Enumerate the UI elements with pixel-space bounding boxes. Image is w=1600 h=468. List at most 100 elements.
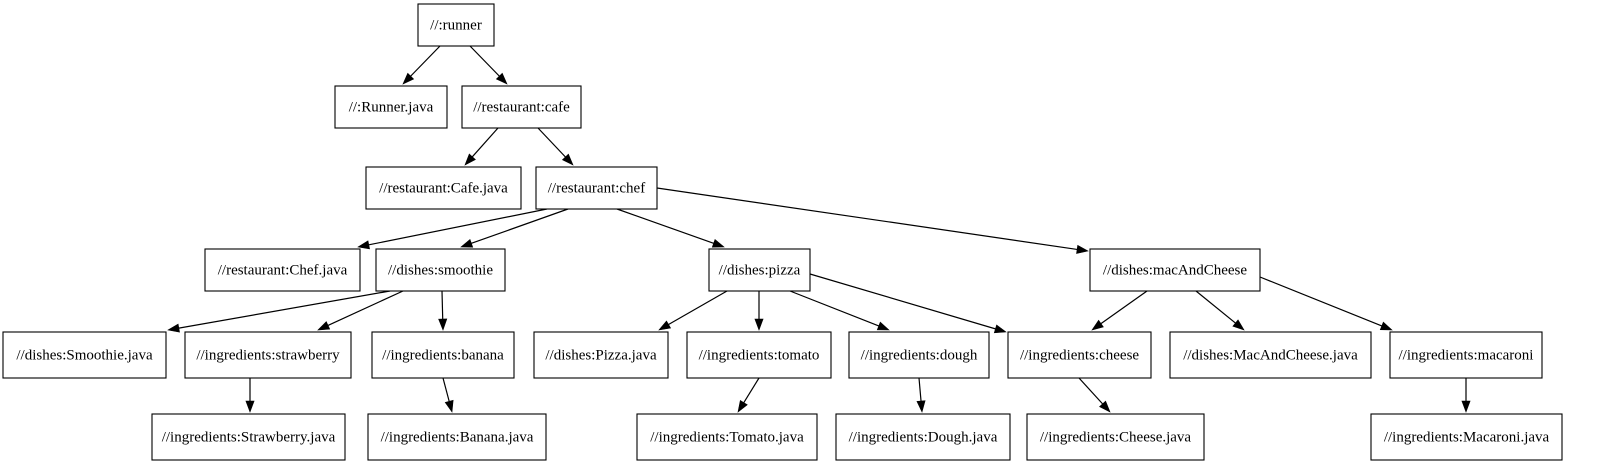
graph-node[interactable]: //:runner xyxy=(417,3,495,47)
node-box[interactable] xyxy=(1389,331,1543,379)
graph-edge xyxy=(1078,377,1111,413)
graph-node[interactable]: //ingredients:tomato xyxy=(686,331,832,379)
graph-node[interactable]: //dishes:pizza xyxy=(708,248,811,292)
graph-edge xyxy=(167,290,391,333)
node-label: //ingredients:Tomato.java xyxy=(650,429,804,445)
node-box[interactable] xyxy=(367,413,547,461)
graph-node[interactable]: //ingredients:macaroni xyxy=(1389,331,1543,379)
edge-line xyxy=(668,290,728,326)
node-label: //restaurant:Chef.java xyxy=(218,262,348,278)
edge-line xyxy=(789,290,879,327)
graph-node[interactable]: //dishes:MacAndCheese.java xyxy=(1169,331,1372,379)
node-box[interactable] xyxy=(184,331,352,379)
edge-arrowhead-icon xyxy=(317,321,331,331)
graph-node[interactable]: //restaurant:cafe xyxy=(461,85,582,129)
graph-node[interactable]: //ingredients:Dough.java xyxy=(835,413,1011,461)
graph-edge xyxy=(656,187,1089,254)
node-box[interactable] xyxy=(151,413,346,461)
node-box[interactable] xyxy=(334,85,448,129)
node-box[interactable] xyxy=(1007,331,1152,379)
node-box[interactable] xyxy=(375,248,506,292)
edge-line xyxy=(1259,276,1383,327)
node-label: //ingredients:strawberry xyxy=(196,347,340,363)
edge-line xyxy=(656,187,1078,251)
edge-arrowhead-icon xyxy=(658,320,672,331)
edge-line xyxy=(743,377,760,403)
edge-arrowhead-icon xyxy=(754,318,764,331)
graph-node[interactable]: //restaurant:Cafe.java xyxy=(365,166,522,210)
edge-line xyxy=(1078,377,1104,405)
node-box[interactable] xyxy=(1169,331,1372,379)
graph-node[interactable]: //ingredients:Macaroni.java xyxy=(1370,413,1563,461)
node-box[interactable] xyxy=(686,331,832,379)
node-box[interactable] xyxy=(1026,413,1205,461)
node-box[interactable] xyxy=(636,413,818,461)
node-label: //restaurant:Cafe.java xyxy=(379,180,508,196)
graph-edge xyxy=(616,208,725,248)
graph-node[interactable]: //ingredients:Cheese.java xyxy=(1026,413,1205,461)
node-box[interactable] xyxy=(417,3,495,47)
graph-node[interactable]: //ingredients:Banana.java xyxy=(367,413,547,461)
node-label: //dishes:pizza xyxy=(719,262,801,278)
node-label: //ingredients:tomato xyxy=(699,347,820,363)
graph-node[interactable]: //dishes:Smoothie.java xyxy=(2,331,167,379)
nodes-layer: //:runner //:Runner.java //restaurant:cafe… xyxy=(2,3,1563,461)
node-label: //ingredients:dough xyxy=(861,347,978,363)
graph-node[interactable]: //:Runner.java xyxy=(334,85,448,129)
graph-node[interactable]: //dishes:smoothie xyxy=(375,248,506,292)
graph-edge xyxy=(809,273,1007,334)
edge-arrowhead-icon xyxy=(1232,319,1245,331)
graph-node[interactable]: //ingredients:dough xyxy=(848,331,990,379)
node-box[interactable] xyxy=(371,331,515,379)
node-label: //dishes:Pizza.java xyxy=(545,347,657,363)
graph-edge xyxy=(245,378,255,413)
node-box[interactable] xyxy=(533,331,669,379)
node-box[interactable] xyxy=(204,248,361,292)
node-box[interactable] xyxy=(708,248,811,292)
graph-node[interactable]: //restaurant:Chef.java xyxy=(204,248,361,292)
node-box[interactable] xyxy=(835,413,1011,461)
node-box[interactable] xyxy=(1370,413,1563,461)
edge-line xyxy=(471,127,499,158)
graph-node[interactable]: //ingredients:banana xyxy=(371,331,515,379)
graph-edge xyxy=(460,208,569,248)
edge-arrowhead-icon xyxy=(438,318,448,331)
edge-line xyxy=(918,377,922,402)
edge-arrowhead-icon xyxy=(1461,400,1471,413)
node-label: //dishes:Smoothie.java xyxy=(16,347,153,363)
node-label: //ingredients:cheese xyxy=(1020,347,1139,363)
node-box[interactable] xyxy=(848,331,990,379)
node-box[interactable] xyxy=(1089,248,1261,292)
graph-edge xyxy=(402,45,441,85)
edge-line xyxy=(1195,290,1236,324)
edge-line xyxy=(471,208,569,244)
graph-node[interactable]: //ingredients:strawberry xyxy=(184,331,352,379)
graph-node[interactable]: //ingredients:cheese xyxy=(1007,331,1152,379)
node-box[interactable] xyxy=(365,166,522,210)
graph-node[interactable]: //ingredients:Strawberry.java xyxy=(151,413,346,461)
node-label: //restaurant:chef xyxy=(548,180,645,196)
graph-node[interactable]: //dishes:macAndCheese xyxy=(1089,248,1261,292)
graph-node[interactable]: //dishes:Pizza.java xyxy=(533,331,669,379)
node-box[interactable] xyxy=(535,166,658,210)
node-box[interactable] xyxy=(2,331,167,379)
edge-line xyxy=(368,208,548,246)
node-label: //restaurant:cafe xyxy=(473,99,570,115)
graph-edge xyxy=(658,290,728,331)
edge-arrowhead-icon xyxy=(245,400,255,413)
edge-arrowhead-icon xyxy=(711,238,725,248)
node-label: //ingredients:banana xyxy=(382,347,504,363)
node-label: //ingredients:Cheese.java xyxy=(1040,429,1192,445)
node-box[interactable] xyxy=(461,85,582,129)
graph-edge xyxy=(464,127,499,166)
edge-line xyxy=(616,208,714,244)
node-label: //ingredients:Dough.java xyxy=(849,429,998,445)
edge-arrowhead-icon xyxy=(993,324,1007,334)
graph-node[interactable]: //ingredients:Tomato.java xyxy=(636,413,818,461)
graph-node[interactable]: //restaurant:chef xyxy=(535,166,658,210)
graph-edge xyxy=(469,45,508,85)
edge-line xyxy=(327,290,404,326)
node-label: //ingredients:macaroni xyxy=(1399,347,1534,363)
edge-arrowhead-icon xyxy=(444,399,454,413)
